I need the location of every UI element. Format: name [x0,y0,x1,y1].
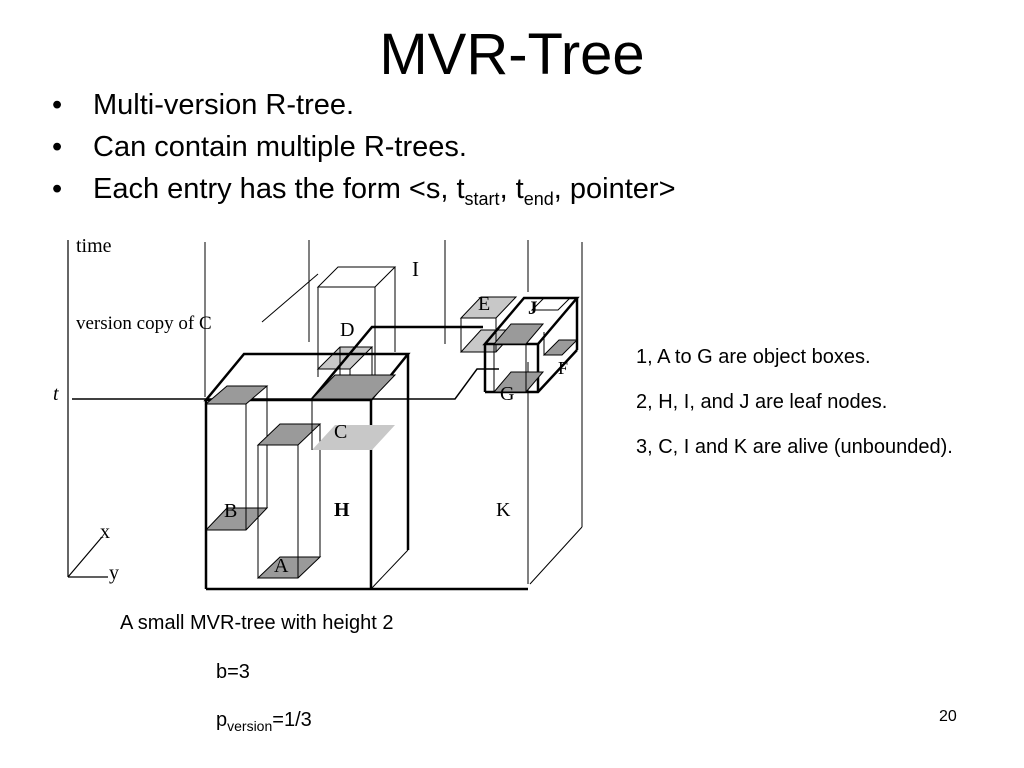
version-copy-pointer [261,273,319,323]
axis-y-label: y [109,562,119,584]
box-label-a: A [274,555,289,577]
box-c [310,374,397,450]
box-label-k: K [496,499,511,521]
page-title: MVR-Tree [379,22,645,87]
bullet-text-mid: , t [499,173,524,205]
version-copy-label: version copy of C [76,313,212,334]
bullet-item: • Can contain multiple R-trees. [52,126,676,168]
note-item: 1, A to G are object boxes. [636,346,871,368]
figure-caption: A small MVR-tree with height 2 [120,612,394,634]
bullet-item: • Multi-version R-tree. [52,84,676,126]
param-p-value: =1/3 [272,709,312,731]
note-item: 3, C, I and K are alive (unbounded). [636,436,953,458]
bullet-list: • Multi-version R-tree. • Can contain mu… [52,84,676,210]
notes: 1, A to G are object boxes. 2, H, I, and… [636,343,996,478]
subscript-end: end [523,189,554,209]
axis-time-label: time [76,235,112,257]
mvr-tree-figure: time x y version copy of C t I D H [53,235,583,591]
box-label-e: E [478,293,490,315]
param-p-base: p [216,709,228,731]
bullet-text: Can contain multiple R-trees. [93,131,467,163]
box-i [316,266,397,377]
box-label-c: C [334,421,347,443]
bullet-text-start: Each entry has the form <s, t [93,173,465,205]
axes [67,240,108,578]
axis-x-label: x [100,521,110,543]
box-label-f: F [558,358,568,378]
box-label-j: J [528,298,538,319]
box-f [530,297,579,356]
bullet-glyph: • [52,173,63,205]
bullet-item: • Each entry has the form <s, tstart, te… [52,168,676,210]
box-label-d: D [340,319,354,341]
box-label-g: G [500,383,514,405]
note-item: 2, H, I, and J are leaf nodes. [636,391,888,413]
box-a [256,423,322,579]
param-p-version: pversion=1/3 [216,706,312,734]
bullet-text: Multi-version R-tree. [93,89,355,121]
bullet-text-end: , pointer> [553,173,676,205]
grid-lines [204,240,583,585]
t-line [72,368,499,400]
box-b [204,385,269,531]
t-label: t [53,383,59,405]
page-number: 20 [939,708,957,725]
param-b: b=3 [216,661,250,683]
subscript-start: start [464,189,500,209]
bullet-glyph: • [52,89,63,121]
param-p-sub: version [227,718,273,734]
bullet-glyph: • [52,131,63,163]
box-label-b: B [224,500,237,522]
box-label-i: I [412,257,419,281]
h-to-j-outline [311,325,483,400]
box-label-h: H [334,499,350,521]
box-g [492,323,545,393]
